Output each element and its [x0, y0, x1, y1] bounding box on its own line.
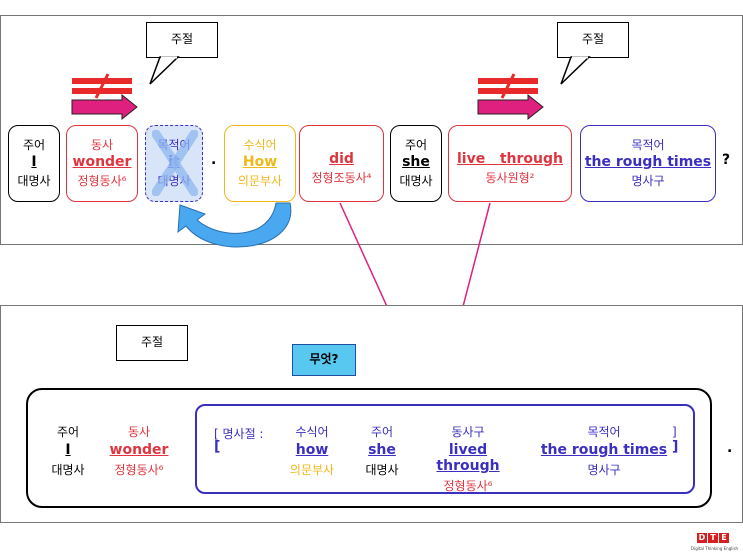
- logo-letter: T: [708, 533, 718, 543]
- strike-mark-right: [478, 73, 538, 99]
- column-verb-lived-through: 동사구 lived through 정형동사⁶: [416, 423, 520, 494]
- noun-clause-frame: [195, 404, 695, 494]
- pink-arrow-right: [477, 93, 544, 121]
- pos-label: 정형조동사⁴: [311, 171, 372, 185]
- column-object-rough-times: 목적어 the rough times 명사구: [540, 423, 668, 478]
- dte-logo: D T E: [697, 533, 729, 543]
- word-box-verb-live-through: live through 동사원형²: [448, 125, 572, 202]
- word: wonder: [109, 442, 169, 458]
- pos-label: 대명사: [17, 174, 51, 188]
- role-label: 목적어: [631, 138, 665, 152]
- callout-what: 무엇?: [292, 344, 356, 376]
- word-box-aux-did: did 정형조동사⁴: [299, 125, 384, 202]
- strike-mark-left: [72, 73, 132, 99]
- word: I: [31, 154, 37, 170]
- word: she: [402, 154, 430, 170]
- column-verb-wonder: 동사 wonder 정형동사⁶: [104, 423, 174, 478]
- role-label: 수식어: [295, 425, 329, 439]
- cycle-arrow: [177, 202, 292, 248]
- close-bracket-top: ]: [672, 425, 677, 439]
- role-label: 주어: [56, 425, 80, 439]
- callout-tail-left: [149, 56, 180, 85]
- column-subject-she: 주어 she 대명사: [356, 423, 408, 478]
- word: wonder: [72, 154, 132, 170]
- word-box-subject-i: 주어 I 대명사: [8, 125, 60, 202]
- sentence-frame: [26, 388, 712, 508]
- column-subject-i: 주어 I 대명사: [48, 423, 88, 478]
- pos-label: 의문부사: [289, 463, 335, 477]
- logo-letter: D: [697, 533, 707, 543]
- pink-arrow-left: [71, 93, 138, 121]
- pos-label: 정형동사⁶: [114, 463, 164, 477]
- top-question-mark: ?: [722, 152, 731, 168]
- role-label: 동사: [90, 138, 114, 152]
- role-label: [449, 136, 571, 150]
- word: lived through: [436, 442, 500, 474]
- word: I: [65, 442, 71, 458]
- pos-label: 명사구: [587, 463, 621, 477]
- callout-main-clause-left: 주절: [146, 22, 218, 58]
- word: she: [368, 442, 396, 458]
- word: the rough times: [584, 154, 712, 170]
- word: How: [242, 154, 278, 170]
- word-box-verb-wonder: 동사 wonder 정형동사⁶: [66, 125, 138, 202]
- role-label: 목적어: [587, 425, 621, 439]
- callout-tail-right: [560, 56, 591, 85]
- pos-label: 대명사: [365, 463, 399, 477]
- word-box-subject-she: 주어 she 대명사: [390, 125, 442, 202]
- role-label: 동사: [127, 425, 151, 439]
- pos-label: 대명사: [399, 174, 433, 188]
- role-label: 주어: [404, 138, 428, 152]
- column-modifier-how: 수식어 how 의문부사: [282, 423, 342, 478]
- pos-label: 동사원형²: [485, 171, 535, 185]
- callout-main-clause-right: 주절: [557, 22, 629, 58]
- cross-out-icon: [152, 130, 198, 196]
- role-label: 주어: [370, 425, 394, 439]
- word-box-object-it: 목적어 it 대명사: [145, 125, 203, 202]
- word: did: [329, 151, 354, 167]
- word: live through: [457, 151, 563, 167]
- clause-label: [ 명사절 :: [214, 427, 264, 441]
- word-box-modifier-how: 수식어 How 의문부사: [224, 125, 296, 202]
- pos-label: 대명사: [51, 463, 85, 477]
- bottom-period: .: [727, 440, 733, 456]
- pos-label: 명사구: [631, 174, 665, 188]
- open-bracket: [: [214, 439, 221, 455]
- word-box-object-rough-times: 목적어 the rough times 명사구: [580, 125, 716, 202]
- role-label: 수식어: [243, 138, 277, 152]
- role-label: [300, 136, 383, 150]
- callout-main-clause-bottom: 주절: [116, 325, 188, 361]
- top-period: .: [211, 152, 217, 168]
- pos-label: 정형동사⁶: [77, 174, 127, 188]
- word: the rough times: [540, 442, 668, 458]
- pos-label: 의문부사: [237, 174, 283, 188]
- role-label: 주어: [22, 138, 46, 152]
- pos-label: 정형동사⁶: [443, 479, 493, 493]
- logo-letter: E: [719, 533, 729, 543]
- close-bracket: ]: [672, 439, 679, 455]
- role-label: 동사구: [451, 425, 485, 439]
- logo-subtitle: Digital Thinking English: [691, 546, 739, 551]
- word: how: [295, 442, 329, 458]
